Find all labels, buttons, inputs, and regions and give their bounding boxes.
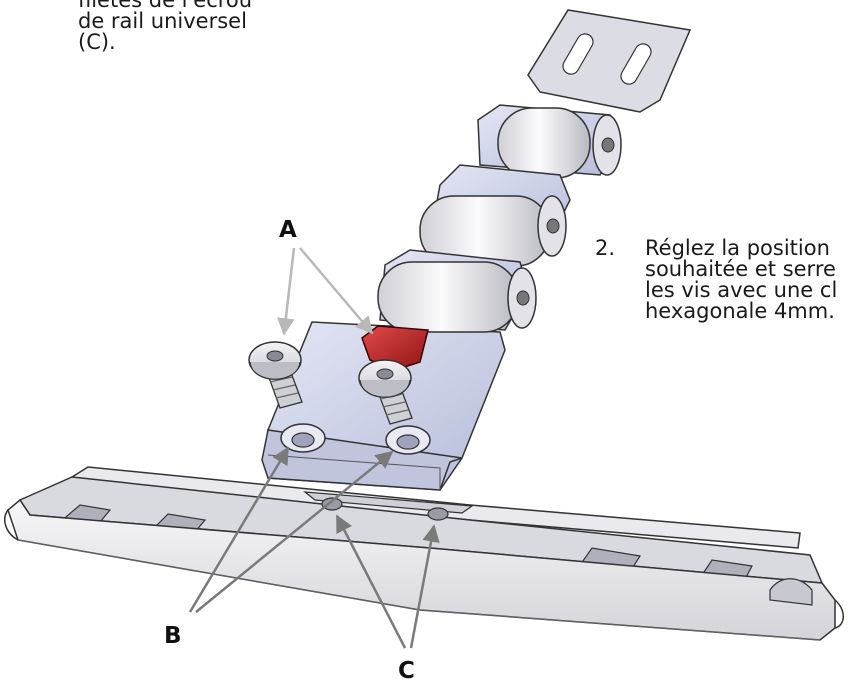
leader-lines-c xyxy=(335,514,440,649)
step-2-line-3: les vis avec une cl xyxy=(645,278,838,302)
step-2-line-1: Réglez la position xyxy=(645,236,830,260)
callout-label-c: C xyxy=(398,658,415,684)
step-2-line-4: hexagonale 4mm. xyxy=(645,299,835,323)
leader-lines-b xyxy=(188,446,394,613)
screw-right xyxy=(358,359,413,425)
leader-lines-a xyxy=(277,247,374,336)
hinge-chain xyxy=(377,9,692,333)
instruction-top-note: filetés de l'écrou de rail universel (C)… xyxy=(78,0,252,53)
instruction-top-line-1: filetés de l'écrou xyxy=(78,0,253,12)
instruction-top-line-2: de rail universel xyxy=(78,9,247,33)
instruction-top-line-3: (C). xyxy=(78,30,116,54)
callout-label-b: B xyxy=(164,623,182,649)
universal-rail xyxy=(4,466,844,641)
callout-label-a: A xyxy=(279,217,297,243)
red-latch xyxy=(361,325,429,371)
screw-left xyxy=(248,341,303,409)
step-number: 2. xyxy=(595,236,616,260)
step-2-line-2: souhaitée et serre xyxy=(645,257,836,281)
